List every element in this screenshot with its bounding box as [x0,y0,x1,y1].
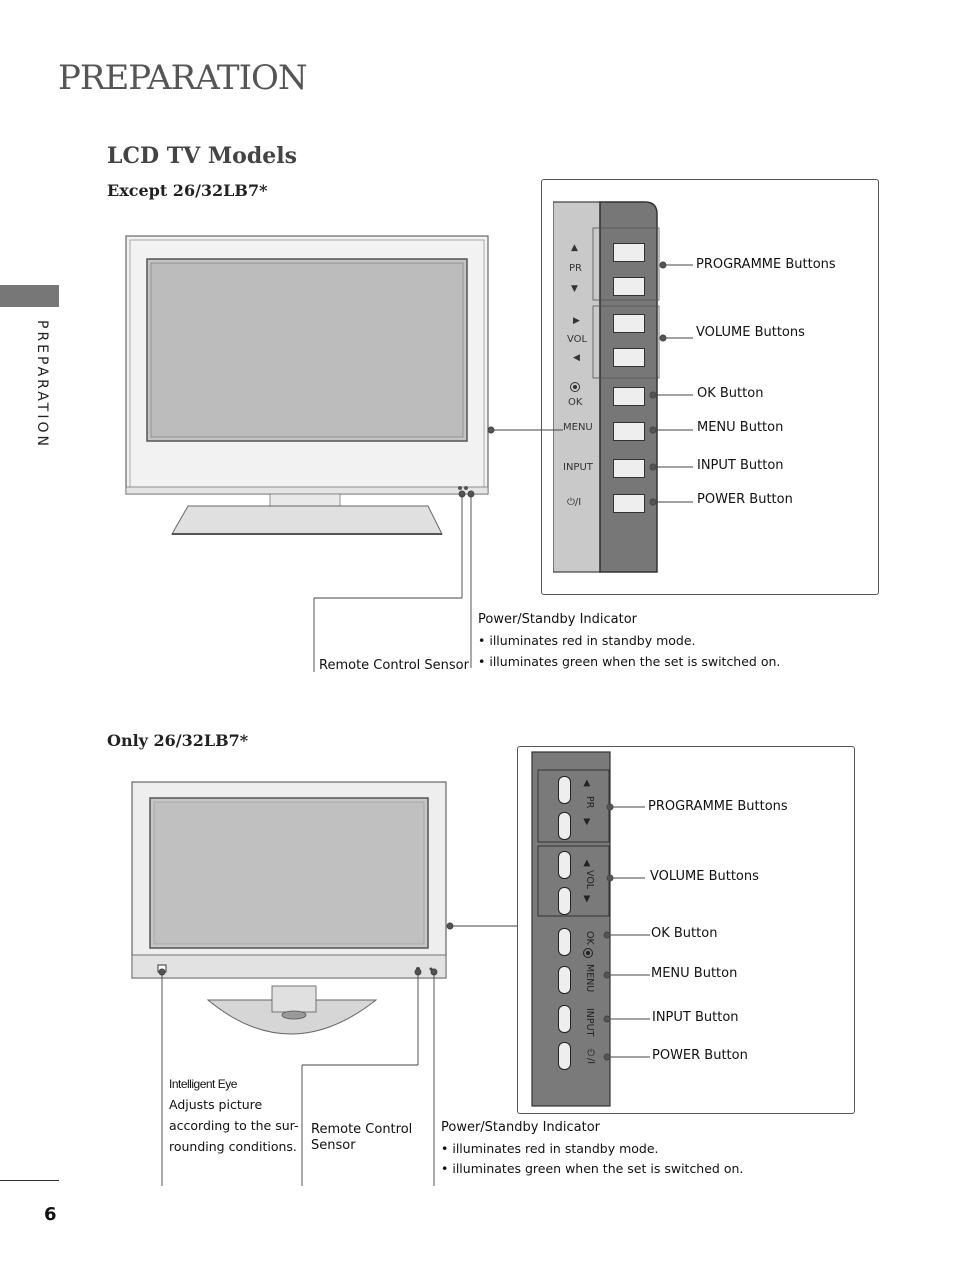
input-label: INPUT [563,462,593,473]
side-panel-b [531,751,611,1107]
pr-label: PR [569,263,582,274]
menu-button[interactable] [613,422,645,441]
remote-sensor-label: Remote Control Sensor [319,658,469,673]
ok-button[interactable] [613,387,645,406]
sidebar-tab [0,285,59,307]
input-button[interactable] [613,459,645,478]
side-panel-a-frame [541,179,879,595]
power-indicator-line1-b: • illuminates red in standby mode. [441,1141,659,1156]
ok-button-label-b: OK Button [651,926,718,941]
sidebar-label: PREPARATION [34,320,50,449]
remote-sensor-label-b-line2: Sensor [311,1138,356,1153]
power-button-b[interactable] [558,1042,571,1070]
side-panel-b-frame [517,746,855,1114]
programme-up-button-b[interactable] [558,776,571,804]
menu-label: MENU [563,422,593,433]
power-indicator-line2-b: • illuminates green when the set is swit… [441,1161,744,1176]
page-number: 6 [44,1204,57,1225]
intelligent-eye-line3: rounding conditions. [169,1139,297,1154]
vol-label-b: VOL [584,870,595,890]
ok-label-b: OK [584,931,595,945]
programme-buttons-label-b: PROGRAMME Buttons [648,799,788,814]
pr-label-b: PR [584,796,595,809]
input-button-b[interactable] [558,1005,571,1033]
power-indicator-line1: • illuminates red in standby mode. [478,633,696,648]
section-title: LCD TV Models [107,143,297,169]
page-title: PREPARATION [58,58,308,98]
power-indicator-title: Power/Standby Indicator [478,612,638,627]
intelligent-eye-line2: according to the sur- [169,1118,299,1133]
menu-label-b: MENU [584,964,595,993]
right-arrow-icon: ▶ [573,316,580,326]
ok-button-label: OK Button [697,386,764,401]
panel-b-leader-lines [158,803,650,1186]
programme-buttons-label: PROGRAMME Buttons [696,257,836,272]
panel-b-heading: Only 26/32LB7* [107,731,249,750]
ok-label: OK [568,397,583,408]
volume-up-button[interactable] [613,314,645,333]
power-indicator-title-b: Power/Standby Indicator [441,1120,601,1135]
volume-up-button-b[interactable] [558,851,571,879]
ok-circle-icon [570,382,580,392]
programme-down-button-b[interactable] [558,812,571,840]
ok-circle-icon-b [583,948,593,958]
left-arrow-icon: ◀ [573,353,580,363]
volume-buttons-label: VOLUME Buttons [696,325,805,340]
power-label: ⏻/I [567,497,582,508]
input-label-b: INPUT [584,1008,595,1037]
power-button[interactable] [613,494,645,513]
vol-label: VOL [567,334,588,345]
down-arrow-icon: ▼ [571,284,578,294]
programme-down-button[interactable] [613,277,645,296]
programme-up-button[interactable] [613,243,645,262]
input-button-label: INPUT Button [697,458,784,473]
volume-down-button[interactable] [613,348,645,367]
volume-down-button-b[interactable] [558,887,571,915]
volume-buttons-label-b: VOLUME Buttons [650,869,759,884]
menu-button-label-b: MENU Button [651,966,738,981]
power-indicator-line2: • illuminates green when the set is swit… [478,654,781,669]
intelligent-eye-title: Intelligent Eye [169,1077,237,1091]
panel-a-heading: Except 26/32LB7* [107,181,268,200]
menu-button-label: MENU Button [697,420,784,435]
tv-illustration-b [131,781,447,1035]
intelligent-eye-line1: Adjusts picture [169,1097,263,1112]
input-button-label-b: INPUT Button [652,1010,739,1025]
menu-button-b[interactable] [558,966,571,994]
ok-button-b[interactable] [558,928,571,956]
footer-rule [0,1180,59,1181]
power-button-label: POWER Button [697,492,793,507]
tv-illustration-a [125,235,489,535]
power-button-label-b: POWER Button [652,1048,748,1063]
up-arrow-icon: ▲ [571,243,578,253]
remote-sensor-label-b-line1: Remote Control [311,1122,413,1137]
panel-a-leader-lines [313,261,693,672]
power-label-b: ⏻/I [585,1048,596,1065]
